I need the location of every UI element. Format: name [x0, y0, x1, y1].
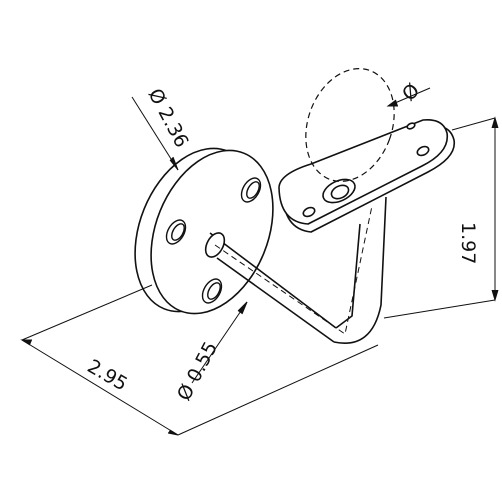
top-diameter-label: Ø [398, 79, 424, 105]
projection-label: 2.95 [84, 355, 132, 395]
plate-diameter-label: Ø 2.36 [144, 85, 193, 151]
bent-tube [204, 196, 387, 344]
plate-holes [165, 177, 262, 304]
wall-plate [134, 147, 274, 315]
dimension-lines [20, 87, 499, 436]
top-saddle [278, 118, 456, 233]
height-label: 1.97 [457, 222, 479, 264]
rail-circle [305, 68, 395, 182]
tube-diameter-label: Ø 0.55 [173, 338, 222, 404]
